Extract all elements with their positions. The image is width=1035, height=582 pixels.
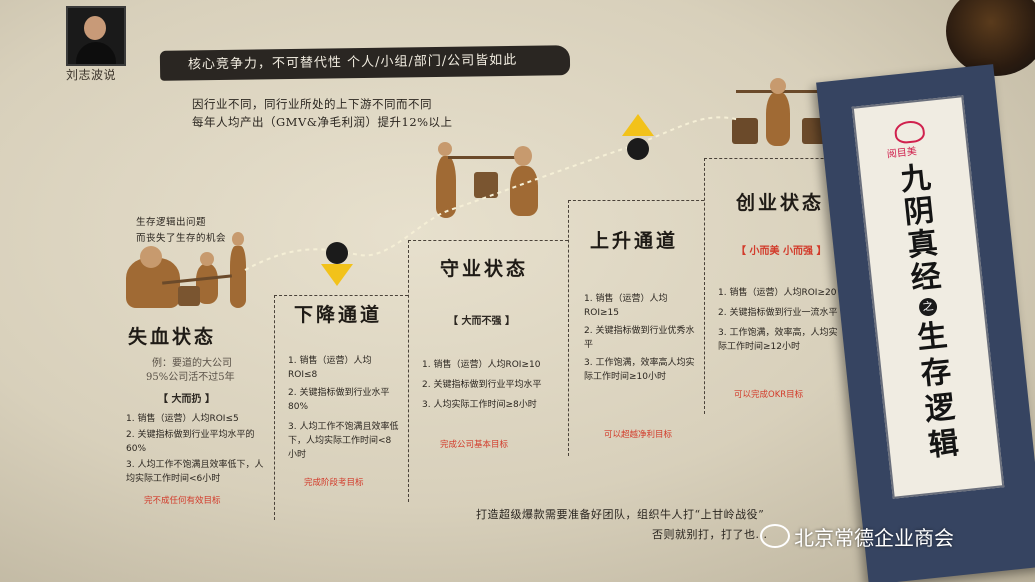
stage-5-title: 创业状态 <box>736 192 825 214</box>
intro-line-2: 每年人均产出（GMV&净毛利润）提升12%以上 <box>192 115 453 129</box>
descent-marker-icon <box>326 242 348 264</box>
stage-5-item-3: 3. 工作饱满，效率高，人均实际工作时间≥12小时 <box>718 328 838 352</box>
divider <box>408 240 409 502</box>
stage-1-item-1: 1. 销售（运营）人均ROI≤5 <box>126 414 239 424</box>
divider <box>408 240 568 241</box>
brand-logo-icon <box>893 119 926 145</box>
stage-4-item-2: 2. 关键指标做到行业优秀水平 <box>584 326 695 350</box>
divider <box>274 295 408 296</box>
intro-line-1: 因行业不同，同行业所处的上下游不同而不同 <box>192 97 432 111</box>
brand-name: 阅目美 <box>886 146 918 161</box>
stage-3-item-2: 2. 关键指标做到行业平均水平 <box>422 380 542 390</box>
watermark-text: 北京常德企业商会 <box>794 526 954 550</box>
stage-1-title: 失血状态 <box>128 326 217 348</box>
arrow-up-icon <box>622 114 654 136</box>
stage-5-tag: 【 小而美 小而强 】 <box>736 246 827 257</box>
book-title: 九 阴 真 经 <box>898 160 943 297</box>
stage-5-goal: 可以完成OKR目标 <box>734 390 804 400</box>
stage-4-title: 上升通道 <box>590 230 679 252</box>
stage-4-item-1: 1. 销售（运营）人均ROI≥15 <box>584 294 668 318</box>
stage-3-tag: 【 大而不强 】 <box>448 316 515 327</box>
stage-1-tag: 【 大而扔 】 <box>158 394 215 405</box>
stage-2-title: 下降通道 <box>294 304 383 326</box>
monk-group-failing-illustration <box>122 228 262 308</box>
stage-4-goal: 可以超越净利目标 <box>604 430 673 440</box>
stage-3-goal: 完成公司基本目标 <box>440 440 509 450</box>
stage-3-item-1: 1. 销售（运营）人均ROI≥10 <box>422 360 541 370</box>
divider <box>568 200 704 201</box>
stage-1-item-3: 3. 人均工作不饱满且效率低下，人均实际工作时间<6小时 <box>126 460 264 484</box>
monk-group-carrying-illustration <box>424 138 554 220</box>
stage-2-item-1: 1. 销售（运营）人均ROI≤8 <box>288 356 372 380</box>
arrow-down-icon <box>321 264 353 286</box>
divider <box>274 295 275 520</box>
stage-1-goal: 完不成任何有效目标 <box>144 496 221 506</box>
note-left-2: 而丧失了生存的机会 <box>136 233 227 244</box>
stage-5-item-1: 1. 销售（运营）人均ROI≥20 <box>718 288 837 298</box>
stage-1-item-2: 2. 关键指标做到行业平均水平的60% <box>126 430 255 454</box>
author-label: 刘志波说 <box>66 68 117 82</box>
ascent-marker-icon <box>627 138 649 160</box>
stage-4-item-3: 3. 工作饱满，效率高人均实际工作时间≥10小时 <box>584 358 695 382</box>
divider <box>568 200 569 456</box>
divider <box>704 158 854 159</box>
stage-5-item-2: 2. 关键指标做到行业一流水平 <box>718 308 838 318</box>
author-avatar <box>66 6 126 66</box>
stage-3-title: 守业状态 <box>440 258 529 280</box>
wechat-icon <box>760 524 790 548</box>
stage-3-item-3: 3. 人均实际工作时间≥8小时 <box>422 400 537 410</box>
stage-2-goal: 完成阶段考目标 <box>304 478 364 488</box>
ink-dish-icon <box>946 0 1035 76</box>
book-connector: 之 <box>918 297 938 317</box>
book-subtitle: 生 存 逻 辑 <box>915 318 961 464</box>
bottom-note-1: 打造超级爆款需要准备好团队，组织牛人打“上甘岭战役” <box>476 508 765 521</box>
stage-2-item-3: 3. 人均工作不饱满且效率低下，人均实际工作时间<8小时 <box>288 422 399 460</box>
stage-2-item-2: 2. 关键指标做到行业水平80% <box>288 388 390 412</box>
stage-1-survival: 95%公司活不过5年 <box>146 372 235 383</box>
bottom-note-2: 否则就别打，打了也... <box>652 528 768 541</box>
note-left-1: 生存逻辑出问题 <box>136 217 207 228</box>
divider <box>704 158 705 414</box>
stage-1-example: 例：要道的大公司 <box>152 358 232 369</box>
